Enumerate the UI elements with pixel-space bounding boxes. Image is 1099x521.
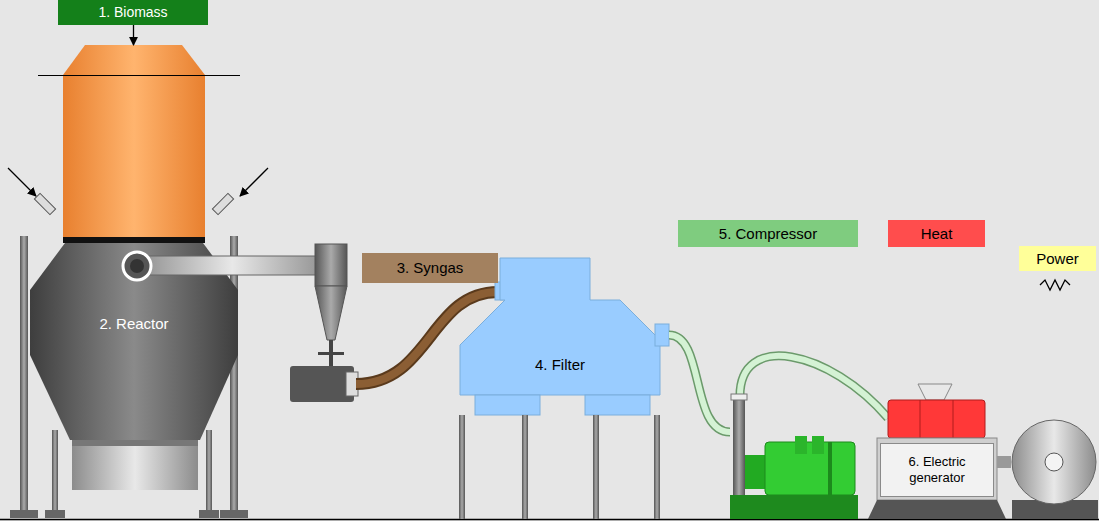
cyclone <box>318 352 344 355</box>
compressor-machine <box>795 436 807 454</box>
node-text: 5. Compressor <box>719 225 817 243</box>
filter-unit: 4. Filter <box>460 300 660 395</box>
feed-arrow <box>133 25 134 45</box>
generator-housing <box>868 438 1011 519</box>
cyclone <box>315 244 347 286</box>
clean-gas-pipe <box>740 356 888 418</box>
reactor-legs <box>45 510 65 518</box>
node-text: 1. Biomass <box>98 4 167 21</box>
filter-legs <box>654 415 660 519</box>
reactor-legs <box>199 510 219 518</box>
reactor-body <box>72 440 198 490</box>
reactor-body <box>30 243 238 490</box>
stage-label: 5. Compressor <box>678 220 858 247</box>
node-text: Power <box>1036 250 1079 268</box>
floor-line <box>0 519 1099 520</box>
compressor-machine <box>765 442 855 495</box>
compressor-machine <box>812 436 824 454</box>
reactor-legs <box>230 236 238 512</box>
filter-legs <box>459 415 465 519</box>
compressor-machine <box>733 398 745 498</box>
power-output-motor <box>1040 280 1070 290</box>
node-text: 3. Syngas <box>397 259 464 277</box>
reactor-hopper <box>63 75 205 237</box>
reactor-legs <box>52 430 58 510</box>
filter-legs <box>459 415 660 519</box>
node-text: 6. Electric generator <box>889 454 985 485</box>
clean-gas-pipe <box>669 335 730 432</box>
compressor-machine <box>731 394 747 400</box>
generator-box: 6. Electric generator <box>880 443 994 497</box>
stream-label: 3. Syngas <box>362 253 498 283</box>
output-label: Power <box>1019 246 1096 271</box>
engine-block <box>920 400 921 438</box>
reactor-body <box>72 440 198 446</box>
node-text: 2. Reactor <box>99 315 168 333</box>
compressor-machine <box>745 455 765 489</box>
filter-legs <box>522 415 528 519</box>
cyclone <box>290 366 354 402</box>
filter-housing <box>585 395 650 415</box>
compressor-machine <box>730 495 858 519</box>
engine-block <box>953 400 954 438</box>
cyclone <box>315 286 347 340</box>
reactor-hopper <box>63 237 205 243</box>
air-inlet-nozzle <box>34 193 55 214</box>
reactor-vessel: 2. Reactor <box>30 45 238 505</box>
clean-gas-pipe <box>669 335 730 432</box>
gas-outlet-pipe <box>123 252 330 280</box>
reactor-legs <box>220 510 248 518</box>
generator-housing <box>877 438 997 500</box>
air-inlet-nozzle <box>8 168 268 215</box>
input-label: 1. Biomass <box>58 0 208 25</box>
power-output-motor <box>1012 420 1096 504</box>
gas-outlet-pipe <box>130 259 144 273</box>
clean-gas-pipe <box>740 356 888 418</box>
filter-legs <box>593 415 599 519</box>
reactor-legs <box>10 236 248 518</box>
compressor-machine <box>828 442 832 495</box>
engine-block <box>888 400 985 438</box>
air-inlet-nozzle <box>212 193 233 214</box>
air-inlet-nozzle <box>8 168 36 196</box>
gas-outlet-pipe <box>123 252 151 280</box>
reactor-legs <box>20 236 28 512</box>
power-output-motor <box>1045 453 1063 471</box>
reactor-legs <box>206 430 212 510</box>
reactor-hopper <box>38 75 240 76</box>
power-output-motor <box>1012 280 1098 519</box>
compressor-machine <box>730 394 858 519</box>
filter-housing <box>475 395 540 415</box>
cyclone <box>290 244 358 402</box>
filter-housing <box>655 324 669 346</box>
generator-housing <box>868 500 1006 519</box>
output-label: Heat <box>888 220 985 247</box>
node-text: Heat <box>921 225 953 243</box>
engine-block <box>888 384 985 438</box>
clean-gas-pipe <box>669 335 888 432</box>
gas-outlet-pipe <box>135 256 330 275</box>
engine-block <box>918 384 952 400</box>
generator-housing <box>997 456 1011 468</box>
reactor-legs <box>10 510 38 518</box>
node-text: 4. Filter <box>535 356 585 374</box>
air-inlet-nozzle <box>240 168 268 196</box>
reactor-hopper <box>63 45 205 75</box>
reactor-hopper <box>38 45 240 243</box>
